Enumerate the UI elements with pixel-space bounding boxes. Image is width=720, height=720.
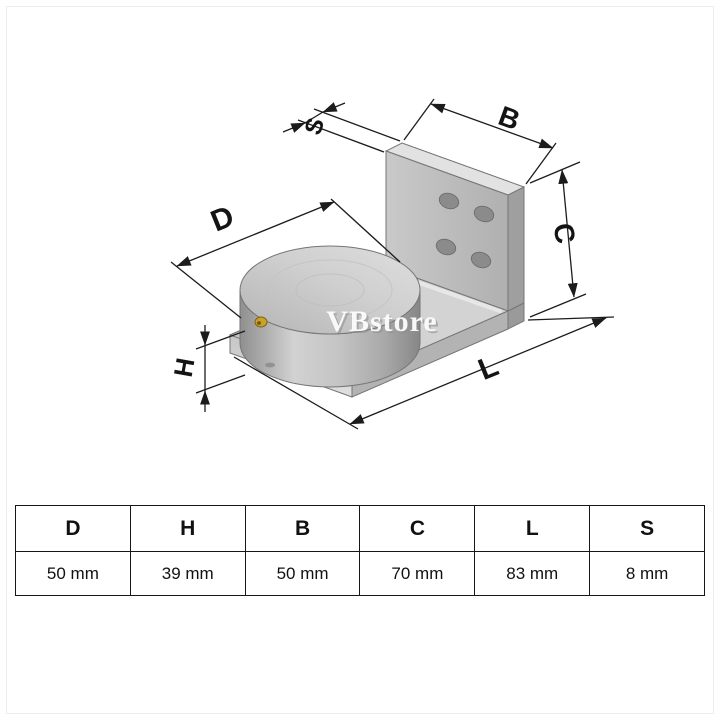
laser-marking — [265, 362, 275, 368]
dim-label-s: S — [300, 114, 331, 138]
dimensions-table: D H B C L S 50 mm 39 mm 50 mm 70 mm 83 m… — [15, 505, 705, 596]
table-header-row: D H B C L S — [15, 505, 705, 552]
table-value-c: 70 mm — [359, 551, 476, 596]
grease-nipple-tip — [257, 321, 261, 325]
bracket-plate-right-edge — [507, 186, 525, 312]
table-value-h: 39 mm — [129, 551, 246, 596]
dimension-arrow — [322, 102, 346, 113]
mounting-hole — [470, 251, 492, 269]
table-value-l: 83 mm — [474, 551, 591, 596]
extension-line — [195, 330, 246, 350]
watermark-text: VBstore — [326, 305, 437, 338]
extension-line — [195, 374, 246, 394]
table-value-s: 8 mm — [589, 551, 705, 596]
dimension-line — [558, 169, 578, 298]
table-value-b: 50 mm — [244, 551, 361, 596]
watermark-shadow: VBstore — [328, 307, 439, 340]
extension-line — [529, 293, 587, 318]
table-header-c: C — [359, 505, 476, 552]
table-header-h: H — [129, 505, 246, 552]
table-header-s: S — [589, 505, 705, 552]
extension-line — [529, 161, 581, 184]
dim-label-l: L — [474, 349, 503, 386]
extension-line — [297, 119, 385, 153]
table-header-l: L — [474, 505, 591, 552]
extension-line — [403, 98, 435, 141]
dim-label-b: B — [494, 100, 524, 136]
watermark: VBstore VBstore — [326, 305, 439, 340]
dimension-arrow — [282, 122, 306, 133]
product-drawing: S B C D H L VBstore VBstore — [168, 98, 615, 430]
extension-line — [170, 261, 242, 319]
dimension-h: H — [168, 325, 246, 412]
extension-line — [313, 108, 401, 142]
dimension-line — [430, 103, 554, 149]
extension-line — [525, 142, 557, 185]
dim-label-h: H — [168, 356, 201, 380]
dimension-line — [176, 201, 335, 267]
extension-line — [330, 198, 401, 263]
mounting-hole — [473, 205, 495, 223]
dim-label-c: C — [547, 221, 581, 246]
grease-nipple-icon — [254, 316, 268, 328]
table-header-d: D — [15, 505, 131, 552]
dimension-s: S — [282, 102, 401, 153]
dimension-line — [349, 317, 607, 425]
table-header-b: B — [244, 505, 361, 552]
dimension-line — [304, 111, 324, 124]
dim-label-d: D — [206, 200, 238, 239]
dimension-c: C — [529, 161, 587, 318]
mounting-hole — [435, 238, 457, 256]
mounting-hole — [438, 192, 460, 210]
table-value-row: 50 mm 39 mm 50 mm 70 mm 83 mm 8 mm — [15, 551, 705, 596]
extension-line — [233, 356, 359, 430]
table-value-d: 50 mm — [15, 551, 131, 596]
machining-mark — [295, 273, 365, 307]
